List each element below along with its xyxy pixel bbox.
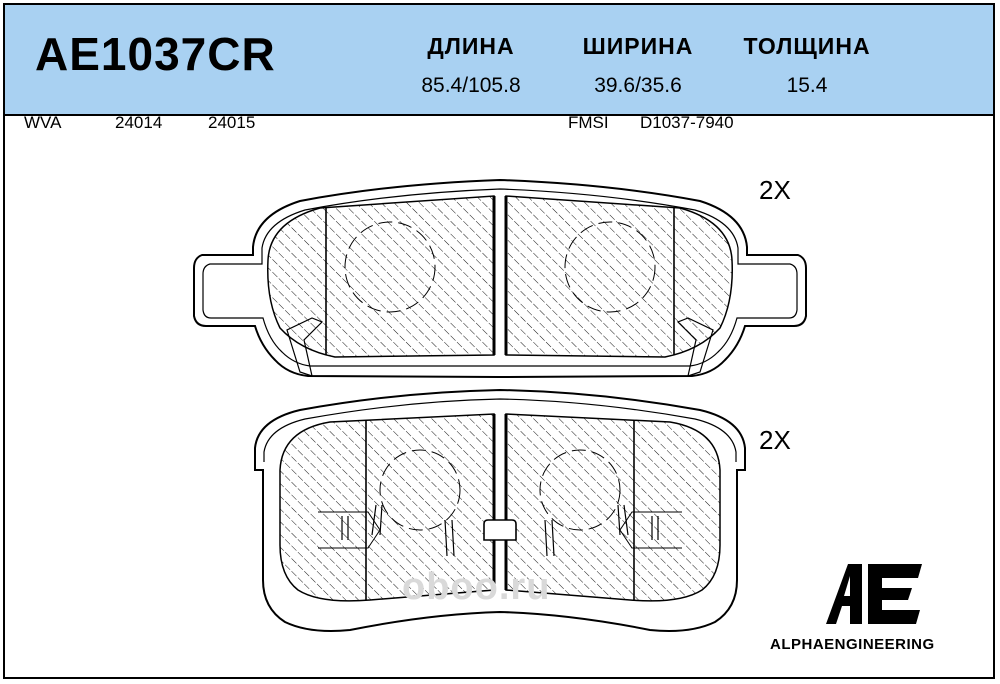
dimension-thickness: ТОЛЩИНА 15.4 xyxy=(722,33,892,98)
pad-1-friction-material xyxy=(267,195,495,358)
brand-logo xyxy=(826,562,926,626)
dimension-label: ШИРИНА xyxy=(582,33,694,59)
fmsi-number: D1037-7940 xyxy=(640,113,734,132)
dimension-value: 15.4 xyxy=(786,74,828,97)
dimension-value: 39.6/35.6 xyxy=(594,74,682,97)
pad-2-friction-material xyxy=(505,413,721,602)
pad-2-piston-outline xyxy=(539,449,621,531)
dimension-value: 85.4/105.8 xyxy=(421,74,521,97)
pad-2-spring-mark xyxy=(544,504,659,557)
wva-label: WVA xyxy=(24,113,62,132)
quantity-pad-2: 2X xyxy=(759,425,791,455)
pad-1-clip xyxy=(286,317,324,377)
fmsi-label: FMSI xyxy=(568,113,609,132)
pad-2-friction-material xyxy=(279,413,495,602)
wva-number-2: 24015 xyxy=(208,113,256,132)
brand-logo-icon xyxy=(826,564,922,624)
brand-name: ALPHAENGINEERING xyxy=(770,636,935,653)
wva-number-1: 24014 xyxy=(115,113,163,132)
header-band: AE1037CR ДЛИНА 85.4/105.8 ШИРИНА 39.6/35… xyxy=(5,5,993,116)
pad-1-clip xyxy=(676,317,714,377)
spec-sheet: AE1037CR ДЛИНА 85.4/105.8 ШИРИНА 39.6/35… xyxy=(3,3,995,679)
pad-2-backing-plate xyxy=(254,388,746,632)
pad-2-spring-mark xyxy=(341,504,455,557)
pad-2-backing-plate-inner xyxy=(263,398,737,462)
pad-1-backing-plate xyxy=(193,178,807,379)
pad-1-piston-outline xyxy=(344,221,436,313)
quantity-pad-1: 2X xyxy=(759,175,791,205)
pad-1-backing-plate-inner xyxy=(202,188,798,367)
dimension-label: ТОЛЩИНА xyxy=(743,33,871,59)
dimension-width: ШИРИНА 39.6/35.6 xyxy=(553,33,723,98)
watermark: oboo.ru xyxy=(402,566,551,608)
dimension-label: ДЛИНА xyxy=(427,33,515,59)
part-number: AE1037CR xyxy=(35,28,276,80)
dimension-length: ДЛИНА 85.4/105.8 xyxy=(386,33,556,98)
pad-2-wear-indicator xyxy=(483,519,517,541)
pad-1-friction-material xyxy=(505,195,733,358)
pad-1-piston-outline xyxy=(564,221,656,313)
pad-2-piston-outline xyxy=(379,449,461,531)
